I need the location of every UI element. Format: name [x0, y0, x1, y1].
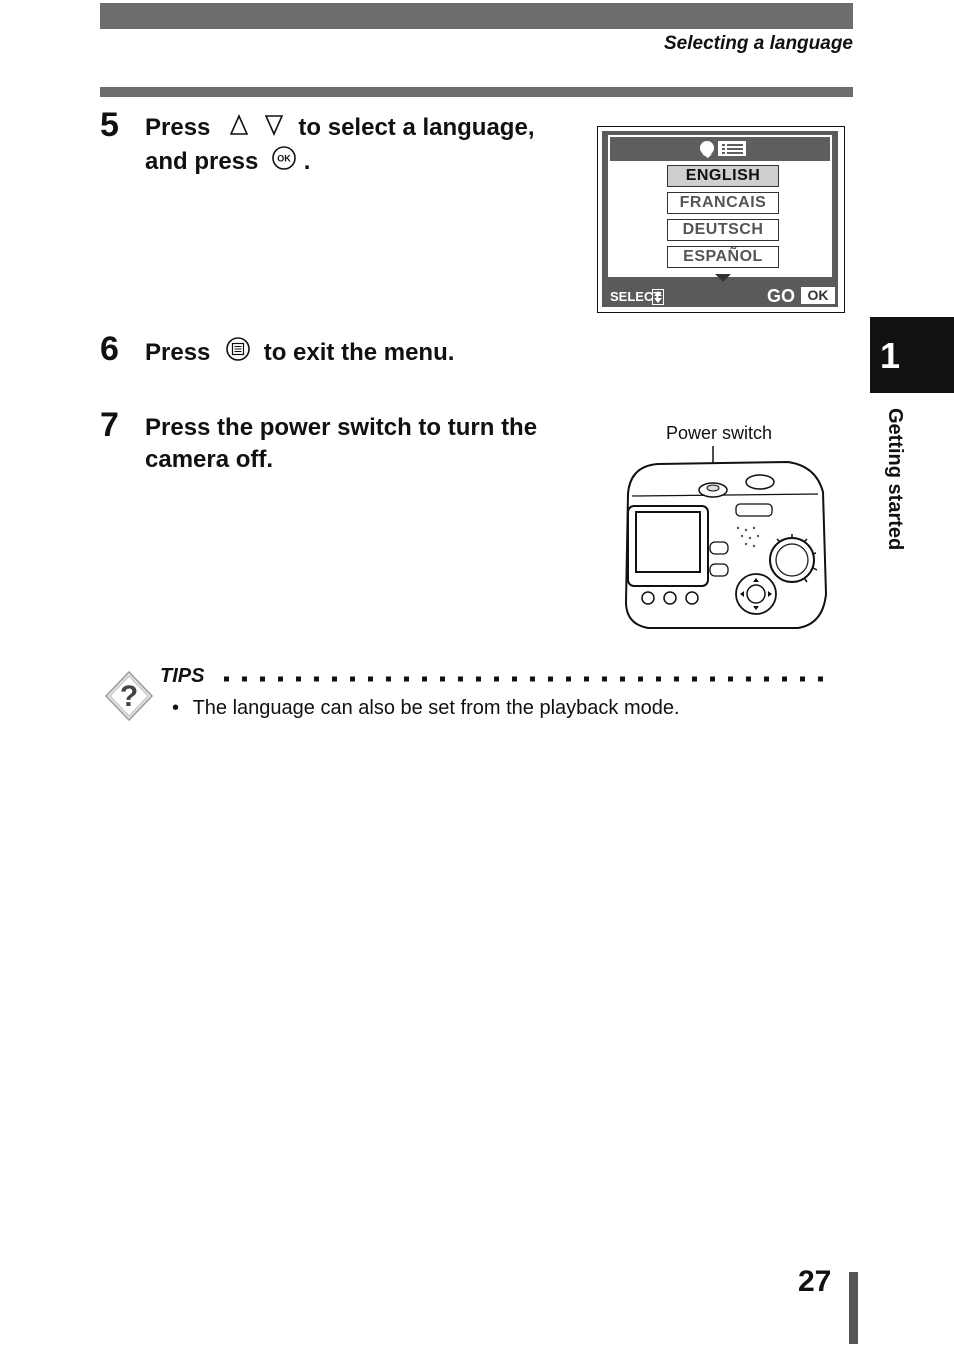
language-icon	[698, 139, 750, 164]
scroll-down-icon	[715, 269, 731, 287]
tips-dotted-rule	[224, 671, 834, 682]
svg-text:?: ?	[120, 680, 138, 713]
lcd-language-menu: ENGLISH FRANCAIS DEUTSCH ESPAÑOL SELECT …	[597, 126, 845, 313]
step-5-number: 5	[100, 106, 119, 144]
step-7-text: Press the power switch to turn the camer…	[145, 412, 537, 476]
step-7-number: 7	[100, 406, 119, 444]
header-rule	[100, 87, 853, 97]
chapter-label: Getting started	[884, 408, 906, 551]
tips-item: • The language can also be set from the …	[172, 697, 680, 720]
ok-button-icon: OK	[271, 145, 297, 180]
step-6-press-label: Press	[145, 338, 211, 366]
up-arrow-icon	[229, 113, 249, 145]
step-6-action-text: to exit the menu.	[263, 338, 455, 366]
tips-bullet: •	[172, 697, 180, 719]
lcd-titlebar	[610, 137, 830, 161]
page-number: 27	[798, 1265, 832, 1298]
chapter-tab[interactable]: 1	[870, 317, 954, 393]
step-7-line-1: Press the power switch to turn the	[145, 414, 538, 441]
lcd-option-espanol[interactable]: ESPAÑOL	[667, 246, 779, 268]
tips-question-icon: ?	[104, 670, 154, 727]
step-6-text: Press to exit the menu.	[145, 336, 454, 371]
step-5-press-label: Press	[145, 114, 211, 141]
camera-illustration	[618, 444, 830, 634]
step-5-text: Press to select a language, and press OK…	[145, 112, 534, 180]
lcd-option-francais[interactable]: FRANCAIS	[667, 192, 779, 214]
step-7-line-2: camera off.	[145, 446, 274, 473]
lcd-screen: ENGLISH FRANCAIS DEUTSCH ESPAÑOL	[608, 135, 832, 282]
svg-text:OK: OK	[277, 153, 291, 163]
page-edge-bar	[849, 1272, 858, 1344]
step-5-and-press: and press	[145, 147, 259, 175]
menu-button-icon	[225, 336, 251, 371]
chapter-number: 1	[880, 335, 901, 376]
lcd-footer-ok: OK	[801, 287, 835, 304]
tips-item-text: The language can also be set from the pl…	[192, 697, 680, 719]
lcd-option-deutsch[interactable]: DEUTSCH	[667, 219, 779, 241]
step-5-period: .	[303, 147, 311, 175]
down-arrow-icon	[264, 113, 284, 145]
lcd-option-english[interactable]: ENGLISH	[667, 165, 779, 187]
step-6-number: 6	[100, 330, 119, 368]
section-title: Selecting a language	[664, 33, 853, 54]
power-switch-callout: Power switch	[666, 423, 773, 443]
chapter-label-container: Getting started	[868, 408, 908, 588]
step-5-action-text: to select a language,	[298, 114, 535, 141]
header-bar	[100, 3, 853, 29]
tips-label: TIPS	[160, 665, 205, 687]
updown-icon	[652, 289, 664, 310]
lcd-footer-go: GO	[767, 286, 796, 306]
lcd-footer-select: SELECT	[610, 289, 662, 304]
lcd-frame: ENGLISH FRANCAIS DEUTSCH ESPAÑOL SELECT …	[602, 131, 838, 307]
